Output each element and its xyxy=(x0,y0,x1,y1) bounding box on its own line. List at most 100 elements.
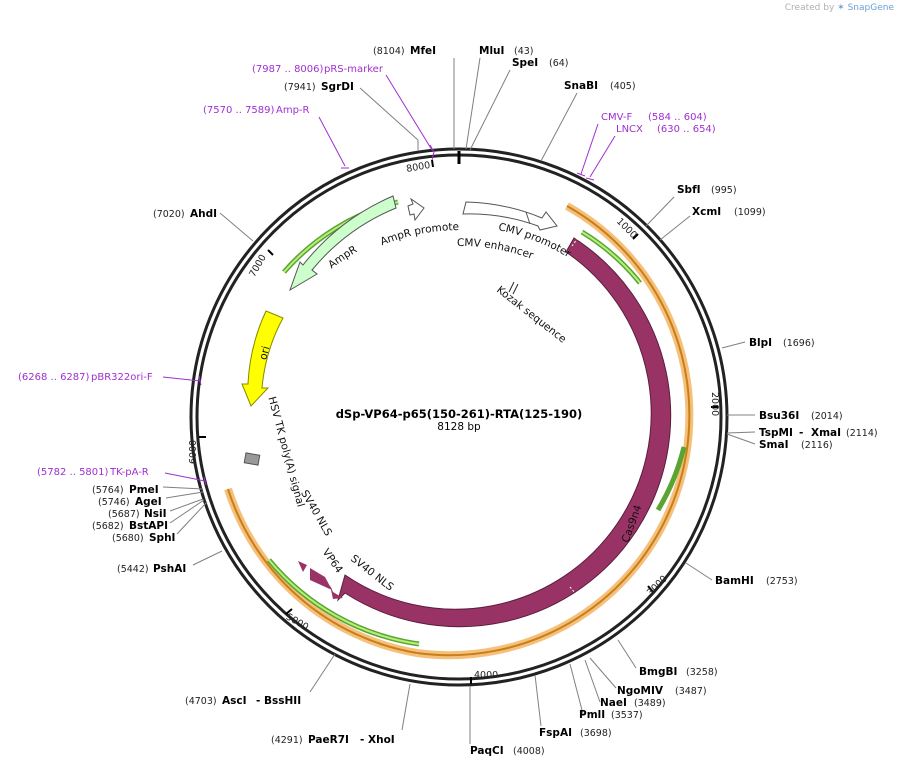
primer-pbr-name: pBR322ori-F xyxy=(91,372,153,383)
enzyme-ahdi-pos: (7020) xyxy=(153,209,185,220)
enzyme-agei-pos: (5746) xyxy=(98,497,130,508)
backbone-outer xyxy=(189,147,729,687)
enzyme-tspmi-pos: (2114) xyxy=(846,428,878,439)
tick-label-2000: 2000 xyxy=(709,392,720,416)
enzyme-sphi: SphI xyxy=(149,532,175,544)
sv40-nls-1-arrow[interactable] xyxy=(298,561,307,572)
enzyme-naei: NaeI xyxy=(600,697,627,709)
sv40-nls-2-arrow[interactable] xyxy=(330,585,343,599)
primer-pbr-range: (6268 .. 6287) xyxy=(18,372,90,383)
tick-label-8000: 8000 xyxy=(405,160,431,175)
ampr-feature[interactable] xyxy=(289,195,397,292)
enzyme-nsii-pos: (5687) xyxy=(108,509,140,520)
credit-prefix: Created by xyxy=(784,3,835,13)
enzyme-bsu36i-pos: (2014) xyxy=(811,411,843,422)
kozak-label: Kozak sequence xyxy=(494,284,568,346)
plasmid-length: 8128 bp xyxy=(437,421,481,433)
enzyme-xmai-dash: - xyxy=(799,427,803,439)
primer-prs-name: pRS-marker xyxy=(324,64,384,75)
orf-band-right-line xyxy=(416,205,691,657)
enzyme-bamhi-pos: (2753) xyxy=(766,576,798,587)
cas9n4-feature[interactable] xyxy=(337,237,672,628)
primer-lines xyxy=(162,74,616,486)
enzyme-snabi-pos: (405) xyxy=(610,81,636,92)
primer-labels: (7987 .. 8006) pRS-marker (7570 .. 7589)… xyxy=(18,64,716,478)
enzyme-pmei: PmeI xyxy=(129,484,159,496)
enzyme-pshai: PshAI xyxy=(153,563,186,575)
orf-arrow-1-hl xyxy=(581,231,641,284)
cmv-divider xyxy=(525,211,531,225)
enzyme-bsu36i: Bsu36I xyxy=(759,410,799,422)
ori-feature[interactable] xyxy=(241,310,284,407)
ampr-promoter-arrow[interactable] xyxy=(407,197,425,222)
enzyme-pmei-pos: (5764) xyxy=(92,485,124,496)
primer-lncx-name: LNCX xyxy=(616,124,643,135)
enzyme-nsii: NsiI xyxy=(144,508,167,520)
snapgene-logo-icon: ✶ xyxy=(837,3,845,13)
enzyme-smai: SmaI xyxy=(759,439,789,451)
enzyme-tspmi: TspMI xyxy=(759,427,793,439)
enzyme-ngomiv: NgoMIV xyxy=(617,685,664,697)
enzyme-bstapi: BstAPI xyxy=(129,520,168,532)
enzyme-mfei: MfeI xyxy=(410,45,436,57)
enzyme-labels: (8104) MfeI MluI (43) SpeI (64) SnaBI (4… xyxy=(92,45,878,757)
enzyme-pmli-pos: (3537) xyxy=(611,710,643,721)
brand-name: SnapGene xyxy=(847,3,894,13)
enzyme-smai-pos: (2116) xyxy=(801,440,833,451)
enzyme-sbfi: SbfI xyxy=(677,184,701,196)
enzyme-asci: AscI xyxy=(222,695,247,707)
kozak-mark-2 xyxy=(512,283,519,295)
enzyme-asci-pos: (4703) xyxy=(185,696,217,707)
enzyme-bamhi: BamHI xyxy=(715,575,754,587)
enzyme-sgrdi: SgrDI xyxy=(321,81,354,93)
primer-cmvf-name: CMV-F xyxy=(601,112,632,123)
primer-lncx-range: (630 .. 654) xyxy=(657,124,716,135)
enzyme-mlui-pos: (43) xyxy=(514,46,534,57)
hsv-tk-polya-box[interactable] xyxy=(243,452,261,466)
enzyme-naei-pos: (3489) xyxy=(634,698,666,709)
enzyme-lines xyxy=(162,57,756,744)
primer-ampr-name: Amp-R xyxy=(276,105,310,116)
orf-band-left-line xyxy=(227,488,418,654)
primer-prs-range: (7987 .. 8006) xyxy=(252,64,324,75)
primer-tkpa-range: (5782 .. 5801) xyxy=(37,467,109,478)
plasmid-name: dSp-VP64-p65(150-261)-RTA(125-190) xyxy=(336,407,583,421)
cmv-enhancer-label: CMV enhancer xyxy=(457,237,536,262)
enzyme-paer7i: PaeR7I xyxy=(308,734,349,746)
cas9n4-dividers xyxy=(569,237,583,602)
cmv-enhancer-promoter-arrow[interactable] xyxy=(462,201,558,231)
enzyme-xhoi: XhoI xyxy=(368,734,395,746)
enzyme-bsshii-dash: - xyxy=(256,695,260,707)
enzyme-mlui: MluI xyxy=(479,45,504,57)
enzyme-agei: AgeI xyxy=(135,496,162,508)
enzyme-bmgbi: BmgBI xyxy=(639,666,677,678)
enzyme-ahdi: AhdI xyxy=(190,208,217,220)
primer-tkpa-name: TK-pA-R xyxy=(109,467,149,478)
tick-label-6000: 6000 xyxy=(188,440,199,464)
orf-arrow-2 xyxy=(655,446,687,512)
hsv-tk-polya-label: HSV TK poly(A) signal xyxy=(265,395,306,508)
primer-ampr-range: (7570 .. 7589) xyxy=(203,105,275,116)
enzyme-pmli: PmlI xyxy=(579,709,605,721)
ori-label: ori xyxy=(257,345,272,361)
primer-cmvf-range: (584 .. 604) xyxy=(648,112,707,123)
enzyme-paqci: PaqCI xyxy=(470,745,504,757)
kozak-mark-1 xyxy=(508,281,515,293)
enzyme-bsshii: BssHII xyxy=(264,695,301,707)
orf-arrow-3-hl xyxy=(268,559,420,645)
enzyme-sgrdi-pos: (7941) xyxy=(284,82,316,93)
enzyme-ngomiv-pos: (3487) xyxy=(675,686,707,697)
enzyme-bmgbi-pos: (3258) xyxy=(686,667,718,678)
enzyme-spei-pos: (64) xyxy=(549,58,569,69)
vp64-arrow[interactable] xyxy=(310,568,332,590)
enzyme-paqci-pos: (4008) xyxy=(513,746,545,757)
enzyme-snabi: SnaBI xyxy=(564,80,598,92)
enzyme-paer7i-pos: (4291) xyxy=(271,735,303,746)
enzyme-spei: SpeI xyxy=(512,57,538,69)
enzyme-sbfi-pos: (995) xyxy=(711,185,737,196)
enzyme-xcmi-pos: (1099) xyxy=(734,207,766,218)
enzyme-sphi-pos: (5680) xyxy=(112,533,144,544)
vp64-label: VP64 xyxy=(320,547,345,576)
enzyme-blpi: BlpI xyxy=(749,337,772,349)
